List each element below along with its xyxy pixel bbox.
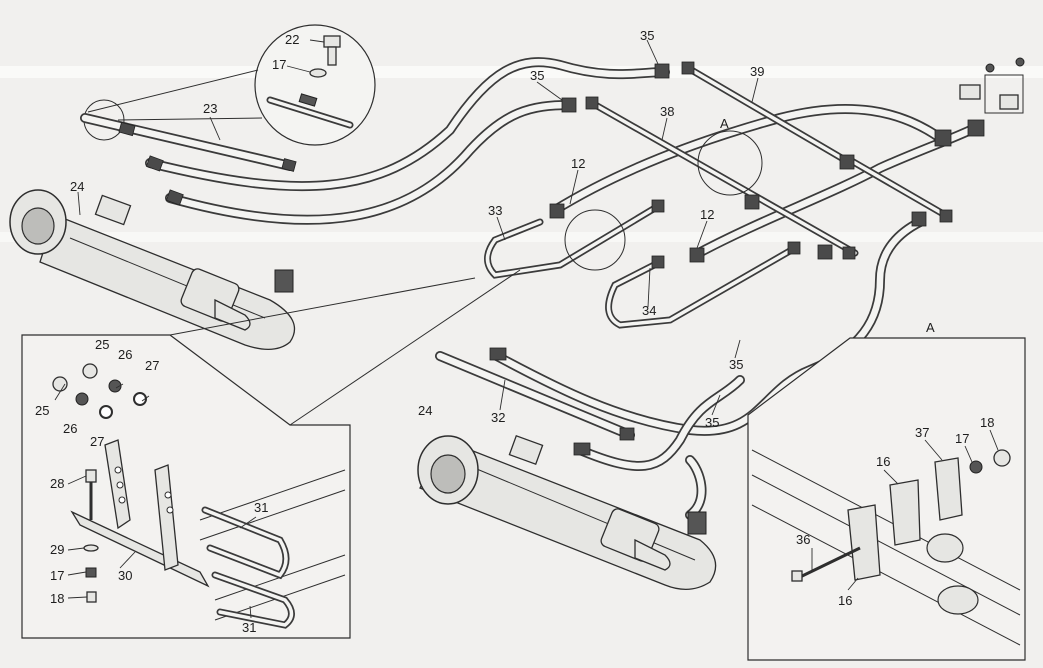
- callout-18-right: 18: [980, 415, 994, 430]
- callout-16-b: 16: [838, 593, 852, 608]
- callout-33: 33: [488, 203, 502, 218]
- leader-lines: [54, 39, 999, 619]
- callout-25-b: 25: [35, 403, 49, 418]
- detail-A-marker: A: [720, 116, 729, 131]
- callout-32: 32: [491, 410, 505, 425]
- callout-26-b: 26: [63, 421, 77, 436]
- callout-39: 39: [750, 64, 764, 79]
- valve-block: [959, 57, 1025, 114]
- callout-12-b: 12: [700, 207, 714, 222]
- callout-12-a: 12: [571, 156, 585, 171]
- callout-17-right: 17: [955, 431, 969, 446]
- detail-A-title: A: [926, 320, 935, 335]
- callout-35-d: 35: [705, 415, 719, 430]
- callout-16-a: 16: [876, 454, 890, 469]
- callout-30: 30: [118, 568, 132, 583]
- bracket-detail-panel: [21, 269, 521, 639]
- callout-17-left: 17: [50, 568, 64, 583]
- hydraulic-cylinder-left: [9, 189, 296, 350]
- callout-labels: 22 17 23 24 35 35 39 38 A 12 12 33 34 35…: [35, 28, 994, 635]
- callout-31-a: 31: [254, 500, 268, 515]
- hydraulic-cylinder-right: [417, 434, 717, 590]
- callout-17-top: 17: [272, 57, 286, 72]
- callout-26-a: 26: [118, 347, 132, 362]
- rigid-pipes: [484, 64, 949, 329]
- detail-A-marker-circle: [697, 130, 763, 196]
- callout-35-c: 35: [729, 357, 743, 372]
- callout-23: 23: [203, 101, 217, 116]
- callout-25-a: 25: [95, 337, 109, 352]
- callout-18-left: 18: [50, 591, 64, 606]
- magnifier-detail-top: [83, 24, 376, 146]
- scan-band: [0, 232, 1043, 242]
- callout-35-b: 35: [530, 68, 544, 83]
- callout-34: 34: [642, 303, 656, 318]
- callout-27-a: 27: [145, 358, 159, 373]
- port-block: [94, 194, 132, 226]
- elbow-fitting: [274, 269, 294, 293]
- callout-37: 37: [915, 425, 929, 440]
- callout-35-a: 35: [640, 28, 654, 43]
- callout-31-b: 31: [242, 620, 256, 635]
- callout-36: 36: [796, 532, 810, 547]
- callout-28: 28: [50, 476, 64, 491]
- callout-27-b: 27: [90, 434, 104, 449]
- detail-circle: [564, 209, 626, 271]
- detail-A-panel: [747, 337, 1026, 661]
- washer-17: [309, 68, 327, 78]
- callout-22: 22: [285, 32, 299, 47]
- hose-fittings: [118, 61, 985, 456]
- bolt-22: [323, 35, 341, 66]
- callout-24-left: 24: [70, 179, 84, 194]
- callout-29: 29: [50, 542, 64, 557]
- callout-38: 38: [660, 104, 674, 119]
- callout-24-right: 24: [418, 403, 432, 418]
